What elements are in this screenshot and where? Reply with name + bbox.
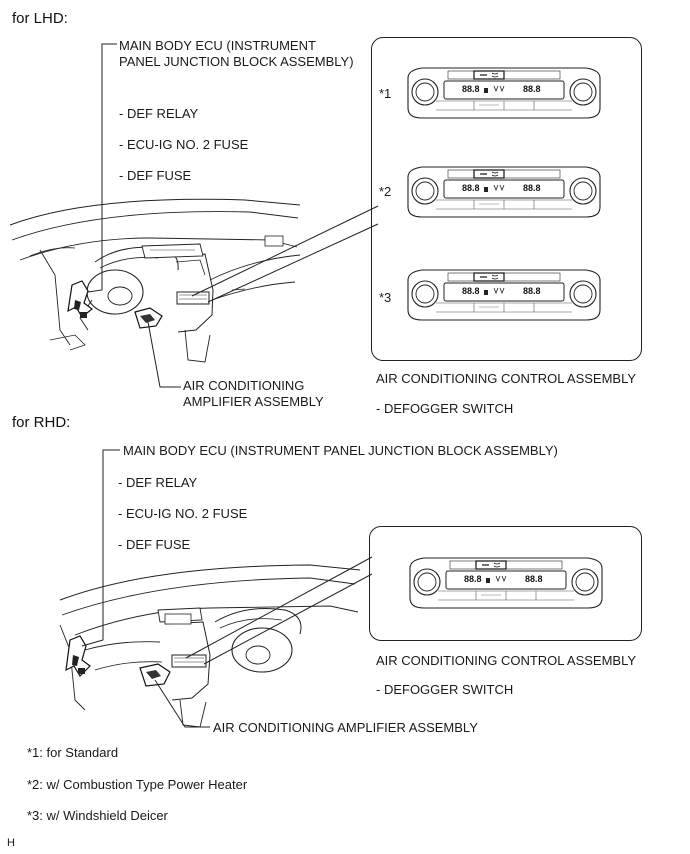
rhd-amp-label: AIR CONDITIONING AMPLIFIER ASSEMBLY bbox=[213, 720, 478, 735]
rhd-item-def-relay: - DEF RELAY bbox=[118, 475, 198, 490]
lhd-defogger-switch-label: - DEFOGGER SWITCH bbox=[376, 401, 514, 416]
rhd-control-assembly-label: AIR CONDITIONING CONTROL ASSEMBLY bbox=[376, 653, 637, 668]
lhd-control-leader-a bbox=[191, 205, 379, 297]
lhd-panel2-display-left: 88.8 bbox=[462, 183, 480, 193]
corner-mark: H bbox=[7, 837, 15, 849]
panel-marker-1: *1 bbox=[379, 86, 392, 101]
rhd-defogger-switch-label: - DEFOGGER SWITCH bbox=[376, 682, 514, 697]
lhd-heading: for LHD: bbox=[12, 10, 68, 27]
lhd-control-assembly-label: AIR CONDITIONING CONTROL ASSEMBLY bbox=[376, 371, 637, 386]
rhd-control-leader-b bbox=[203, 573, 373, 665]
lhd-ecu-label-line1: MAIN BODY ECU (INSTRUMENT bbox=[119, 38, 316, 53]
rhd-panel-display-left: 88.8 bbox=[464, 574, 482, 584]
lhd-item-ecu-ig-fuse: - ECU-IG NO. 2 FUSE bbox=[119, 137, 249, 152]
footnote-2: *2: w/ Combustion Type Power Heater bbox=[27, 777, 248, 792]
lhd-panel1-display-left: 88.8 bbox=[462, 84, 480, 94]
lhd-panel3-display-left: 88.8 bbox=[462, 286, 480, 296]
rhd-control-leader-a bbox=[185, 556, 373, 659]
lhd-ecu-leader bbox=[87, 43, 117, 293]
lhd-control-leader-b bbox=[207, 223, 379, 303]
footnote-1: *1: for Standard bbox=[27, 745, 119, 760]
footnote-3: *3: w/ Windshield Deicer bbox=[27, 808, 168, 823]
rhd-item-def-fuse: - DEF FUSE bbox=[118, 537, 191, 552]
rhd-amp-leader bbox=[154, 679, 210, 728]
lhd-ecu-label-line2: PANEL JUNCTION BLOCK ASSEMBLY) bbox=[119, 54, 354, 69]
rhd-ecu-label: MAIN BODY ECU (INSTRUMENT PANEL JUNCTION… bbox=[123, 443, 558, 458]
panel-marker-2: *2 bbox=[379, 184, 392, 199]
rhd-heading: for RHD: bbox=[12, 414, 71, 431]
rhd-ecu-leader bbox=[81, 449, 120, 647]
lhd-amp-label-line1: AIR CONDITIONING bbox=[183, 378, 305, 393]
lhd-panel3-display-right: 88.8 bbox=[523, 286, 541, 296]
lhd-panel1-display-right: 88.8 bbox=[523, 84, 541, 94]
lhd-item-def-relay: - DEF RELAY bbox=[119, 106, 199, 121]
lhd-panel2-display-right: 88.8 bbox=[523, 183, 541, 193]
rhd-item-ecu-ig-fuse: - ECU-IG NO. 2 FUSE bbox=[118, 506, 248, 521]
lhd-item-def-fuse: - DEF FUSE bbox=[119, 168, 192, 183]
lhd-amp-leader bbox=[147, 321, 181, 388]
lhd-amp-label-line2: AMPLIFIER ASSEMBLY bbox=[183, 394, 324, 409]
rhd-panel-display-right: 88.8 bbox=[525, 574, 543, 584]
panel-marker-3: *3 bbox=[379, 290, 392, 305]
